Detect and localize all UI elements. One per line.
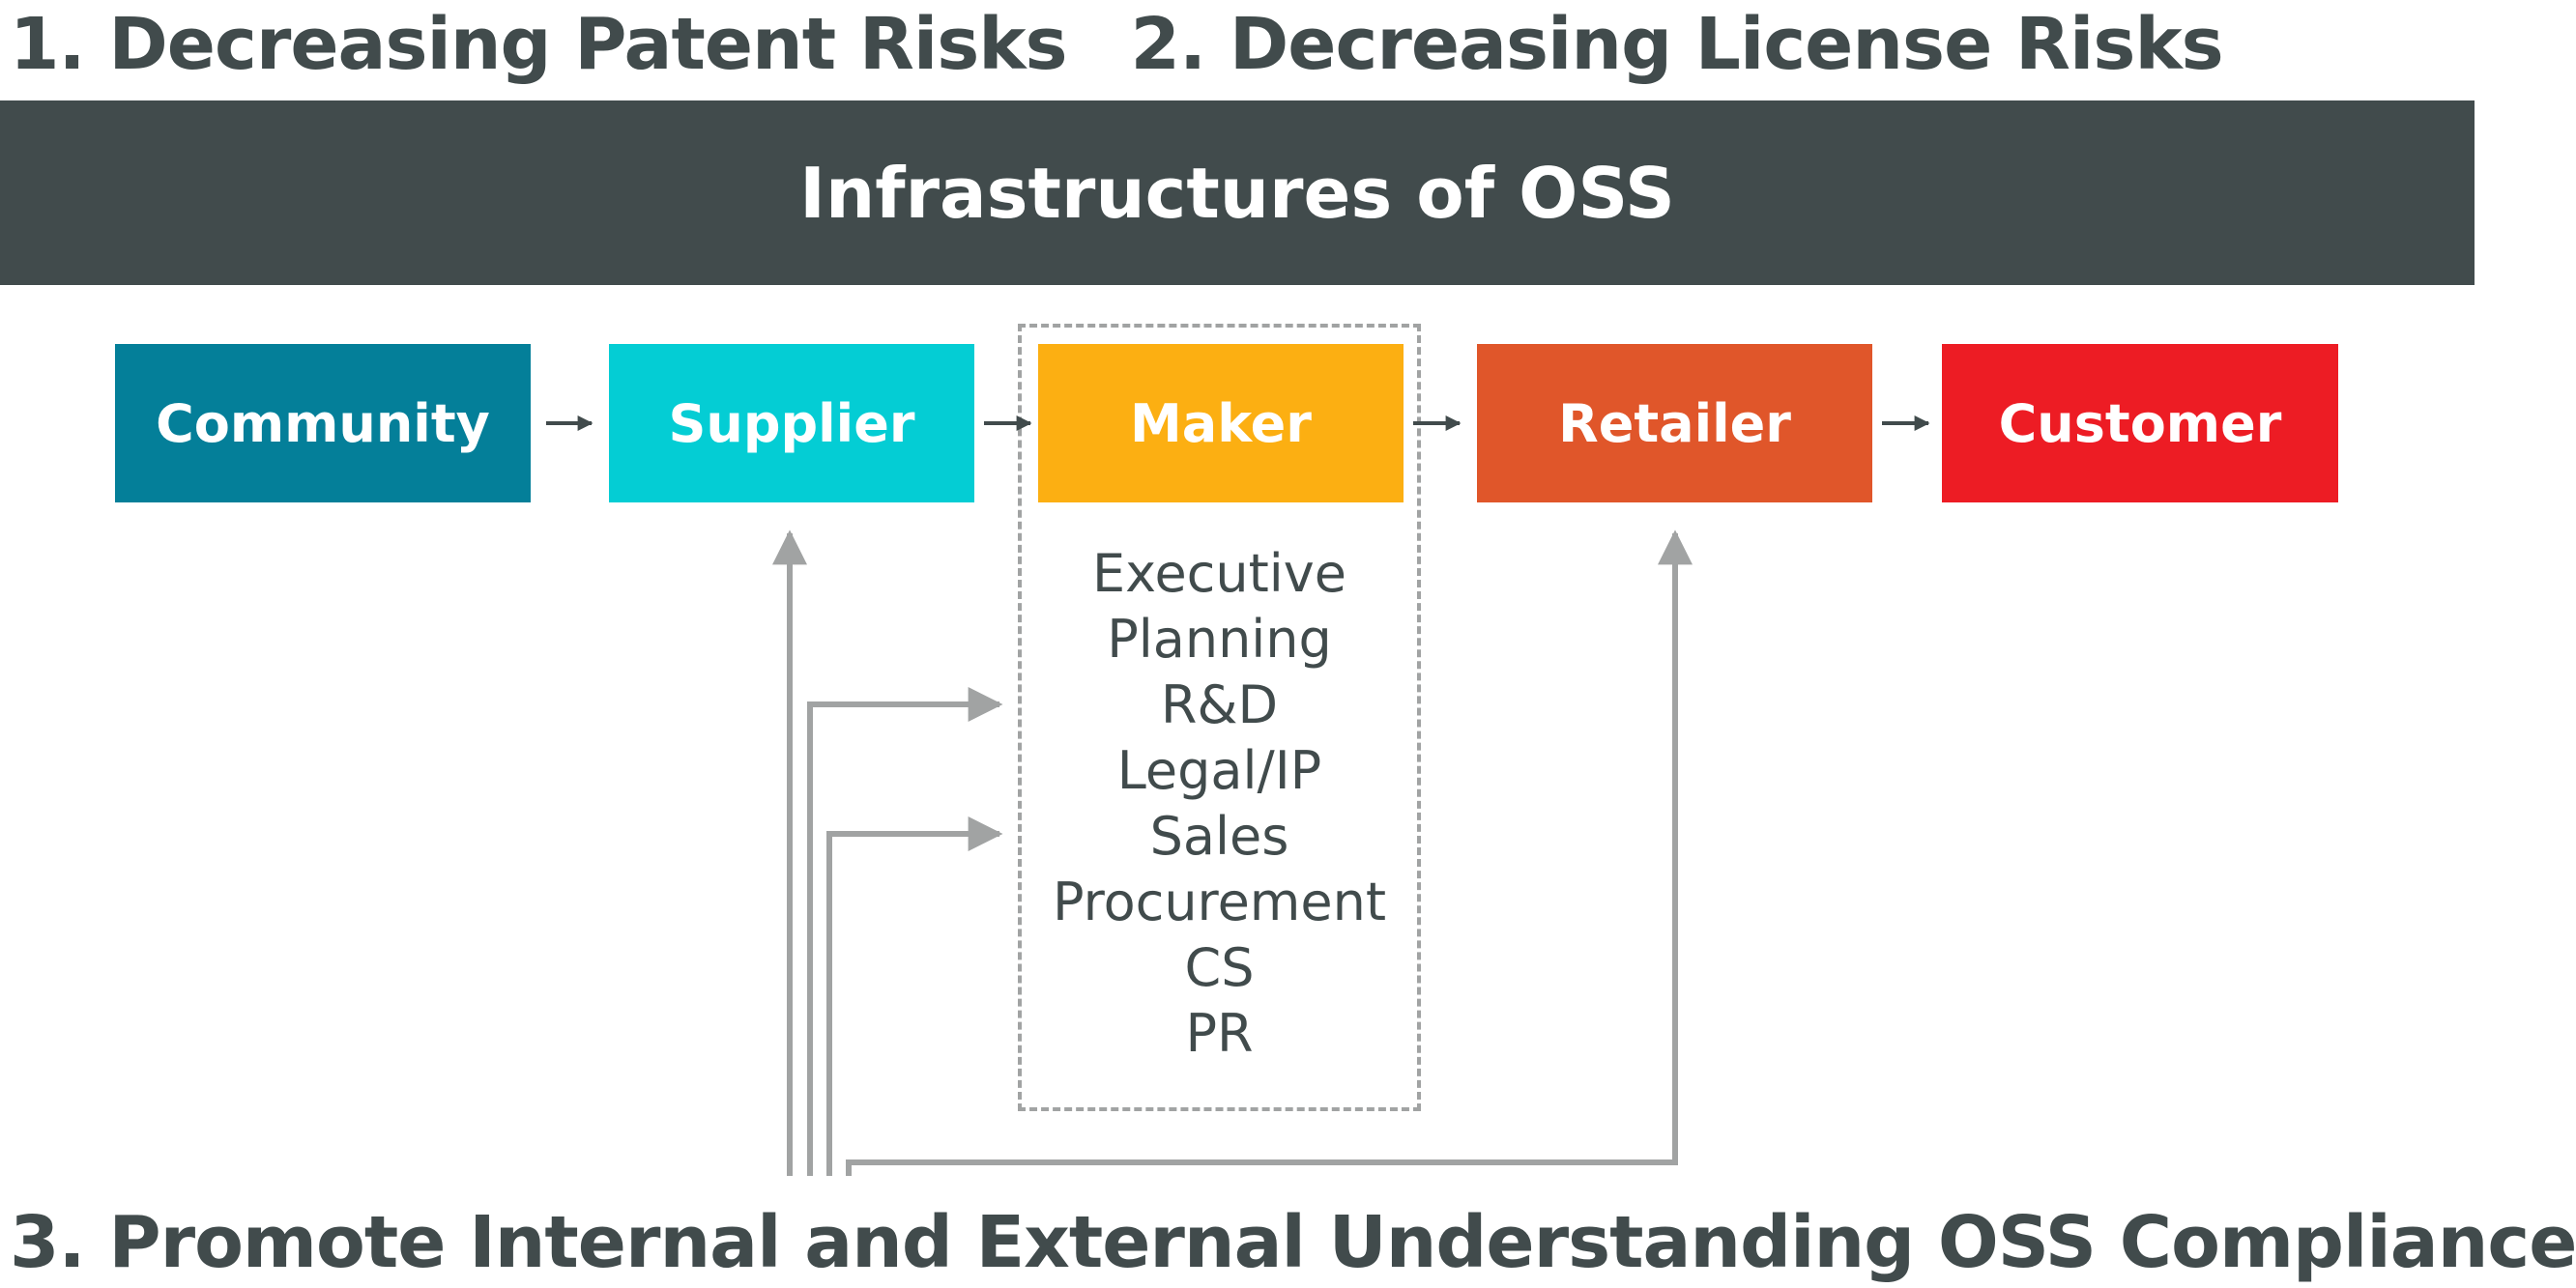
maker-dashed-group [1018, 324, 1421, 1111]
top-headings: 1. Decreasing Patent Risks 2. Decreasing … [10, 0, 2224, 89]
connector-lines [546, 415, 1930, 1176]
department-planning: Planning [1107, 609, 1332, 670]
footer-compliance-heading: 3. Promote Internal and External Underst… [10, 1201, 2576, 1284]
oss-infrastructure-banner: Infrastructures of OSS [0, 100, 2475, 285]
department-cs: CS [1184, 937, 1255, 998]
node-customer-label: Customer [1998, 392, 2282, 454]
node-retailer: Retailer [1477, 344, 1872, 502]
department-sales: Sales [1149, 806, 1289, 867]
department-procurement: Procurement [1052, 872, 1387, 932]
maker-departments-list: Executive Planning R&D Legal/IP Sales Pr… [1018, 541, 1421, 1067]
node-maker-label: Maker [1130, 392, 1312, 454]
node-community-label: Community [156, 392, 490, 454]
department-legal-ip: Legal/IP [1116, 740, 1322, 801]
node-supplier: Supplier [609, 344, 974, 502]
heading-license-risks: 2. Decreasing License Risks [1130, 3, 2224, 86]
node-community: Community [115, 344, 531, 502]
heading-patent-risks: 1. Decreasing Patent Risks [10, 3, 1068, 86]
department-rnd: R&D [1160, 674, 1279, 735]
feedback-to-maker-lower [826, 816, 1003, 1176]
department-executive: Executive [1092, 543, 1346, 604]
node-maker: Maker [1038, 344, 1404, 502]
feedback-to-retailer [846, 530, 1693, 1176]
node-retailer-label: Retailer [1558, 392, 1791, 454]
compliance-feedback-lines [772, 530, 1693, 1176]
feedback-to-maker-upper [807, 687, 1003, 1176]
banner-title: Infrastructures of OSS [799, 152, 1675, 234]
node-customer: Customer [1942, 344, 2338, 502]
node-supplier-label: Supplier [668, 392, 915, 454]
department-pr: PR [1185, 1003, 1254, 1064]
